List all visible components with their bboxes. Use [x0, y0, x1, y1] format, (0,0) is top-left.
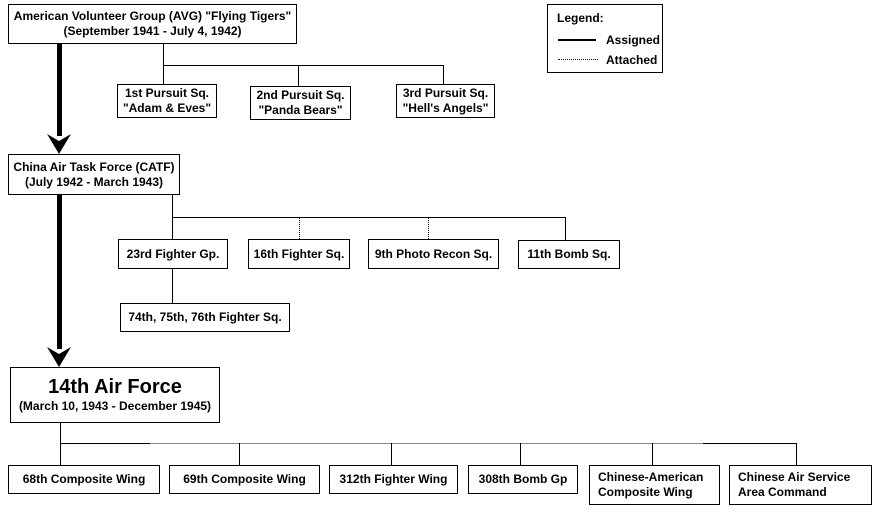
connector-23rd-gp-to-74-75-76 — [172, 269, 173, 303]
node-312th-fighter-wing: 312th Fighter Wing — [329, 465, 458, 494]
arrow-avg-to-catf-shaft — [57, 43, 62, 136]
arrow-catf-to-14af-shaft — [57, 195, 62, 349]
node-casac-line2: Area Command — [738, 485, 827, 499]
legend-assigned-label: Assigned — [606, 33, 661, 47]
node-catf-line1: China Air Task Force (CATF) — [13, 159, 175, 174]
connector-drop-9th-photo-recon-attached — [428, 217, 429, 239]
legend-box: Legend: Assigned Attached — [547, 4, 663, 73]
node-3rd-pursuit-sq: 3rd Pursuit Sq. "Hell's Angels" — [396, 84, 495, 118]
connector-drop-casac — [796, 443, 797, 465]
legend-attached-label: Attached — [606, 53, 658, 67]
node-chinese-air-service-area-command: Chinese Air Service Area Command — [729, 465, 872, 505]
node-avg-line2: (September 1941 - July 4, 1942) — [63, 24, 242, 38]
node-69th-composite-wing-label: 69th Composite Wing — [183, 472, 306, 486]
node-312th-fighter-wing-label: 312th Fighter Wing — [339, 472, 448, 486]
connector-drop-23rd-fighter-gp — [172, 217, 173, 239]
node-catf: China Air Task Force (CATF) (July 1942 -… — [8, 154, 180, 195]
node-69th-composite-wing: 69th Composite Wing — [169, 465, 320, 494]
connector-drop-312th-wing — [391, 443, 392, 465]
node-14th-air-force: 14th Air Force (March 10, 1943 - Decembe… — [10, 367, 220, 423]
node-avg: American Volunteer Group (AVG) "Flying T… — [8, 4, 297, 44]
connector-drop-16th-fighter-sq-attached — [299, 217, 300, 239]
node-11th-bomb-sq-label: 11th Bomb Sq. — [527, 247, 611, 261]
connector-drop-cacw — [652, 443, 653, 465]
node-11th-bomb-sq: 11th Bomb Sq. — [518, 240, 620, 269]
node-308th-bomb-gp: 308th Bomb Gp — [468, 465, 578, 494]
connector-drop-11th-bomb-sq — [565, 217, 566, 240]
node-2nd-pursuit-sq: 2nd Pursuit Sq. "Panda Bears" — [250, 86, 351, 120]
connector-drop-1st-pursuit — [163, 65, 164, 84]
connector-14af-horizontal-left — [60, 443, 150, 444]
node-74-75-76-fighter-sq-label: 74th, 75th, 76th Fighter Sq. — [128, 310, 282, 324]
legend-solid-line-sample — [558, 39, 596, 41]
node-1st-pursuit-line2: "Adam & Eves" — [122, 101, 212, 115]
node-23rd-fighter-gp-label: 23rd Fighter Gp. — [126, 246, 220, 261]
down-arrowhead-icon — [47, 134, 71, 154]
connector-drop-3rd-pursuit — [443, 65, 444, 84]
connector-catf-stem — [172, 195, 173, 217]
node-16th-fighter-sq: 16th Fighter Sq. — [248, 239, 350, 269]
connector-avg-horizontal — [163, 65, 444, 66]
connector-drop-2nd-pursuit — [298, 65, 299, 86]
node-chinese-american-composite-wing: Chinese-American Composite Wing — [589, 465, 720, 505]
node-14th-air-force-title: 14th Air Force — [48, 376, 182, 398]
legend-title: Legend: — [557, 11, 604, 25]
connector-avg-stem — [163, 43, 164, 65]
connector-14af-horizontal-right — [703, 443, 796, 444]
connector-drop-308th-gp — [520, 443, 521, 465]
node-1st-pursuit-sq: 1st Pursuit Sq. "Adam & Eves" — [117, 84, 217, 118]
node-68th-composite-wing-label: 68th Composite Wing — [22, 472, 146, 486]
connector-drop-68th-wing — [60, 443, 61, 465]
legend-dotted-line-sample — [558, 59, 598, 60]
node-cacw-line2: Composite Wing — [598, 485, 693, 499]
node-308th-bomb-gp-label: 308th Bomb Gp — [478, 472, 568, 486]
node-3rd-pursuit-line2: "Hell's Angels" — [402, 101, 489, 115]
connector-14af-horizontal-middle — [150, 443, 703, 444]
node-2nd-pursuit-line1: 2nd Pursuit Sq. — [256, 88, 345, 102]
node-74-75-76-fighter-sq: 74th, 75th, 76th Fighter Sq. — [120, 303, 290, 332]
node-23rd-fighter-gp: 23rd Fighter Gp. — [118, 239, 228, 269]
node-14th-air-force-subtitle: (March 10, 1943 - December 1945) — [18, 399, 212, 413]
connector-drop-69th-wing — [239, 443, 240, 465]
connector-14af-stem — [60, 423, 61, 443]
node-16th-fighter-sq-label: 16th Fighter Sq. — [253, 246, 345, 261]
node-1st-pursuit-line1: 1st Pursuit Sq. — [124, 86, 210, 100]
node-avg-line1: American Volunteer Group (AVG) "Flying T… — [13, 9, 292, 23]
node-cacw-line1: Chinese-American — [598, 470, 704, 484]
connector-catf-horizontal — [172, 217, 566, 218]
node-casac-line1: Chinese Air Service — [738, 470, 851, 484]
down-arrowhead-icon — [47, 347, 71, 367]
node-2nd-pursuit-line2: "Panda Bears" — [258, 103, 343, 117]
node-68th-composite-wing: 68th Composite Wing — [8, 465, 160, 494]
node-9th-photo-recon-sq-label: 9th Photo Recon Sq. — [374, 246, 493, 261]
node-catf-line2: (July 1942 - March 1943) — [24, 174, 164, 189]
node-9th-photo-recon-sq: 9th Photo Recon Sq. — [368, 239, 499, 269]
node-3rd-pursuit-line1: 3rd Pursuit Sq. — [402, 86, 489, 100]
